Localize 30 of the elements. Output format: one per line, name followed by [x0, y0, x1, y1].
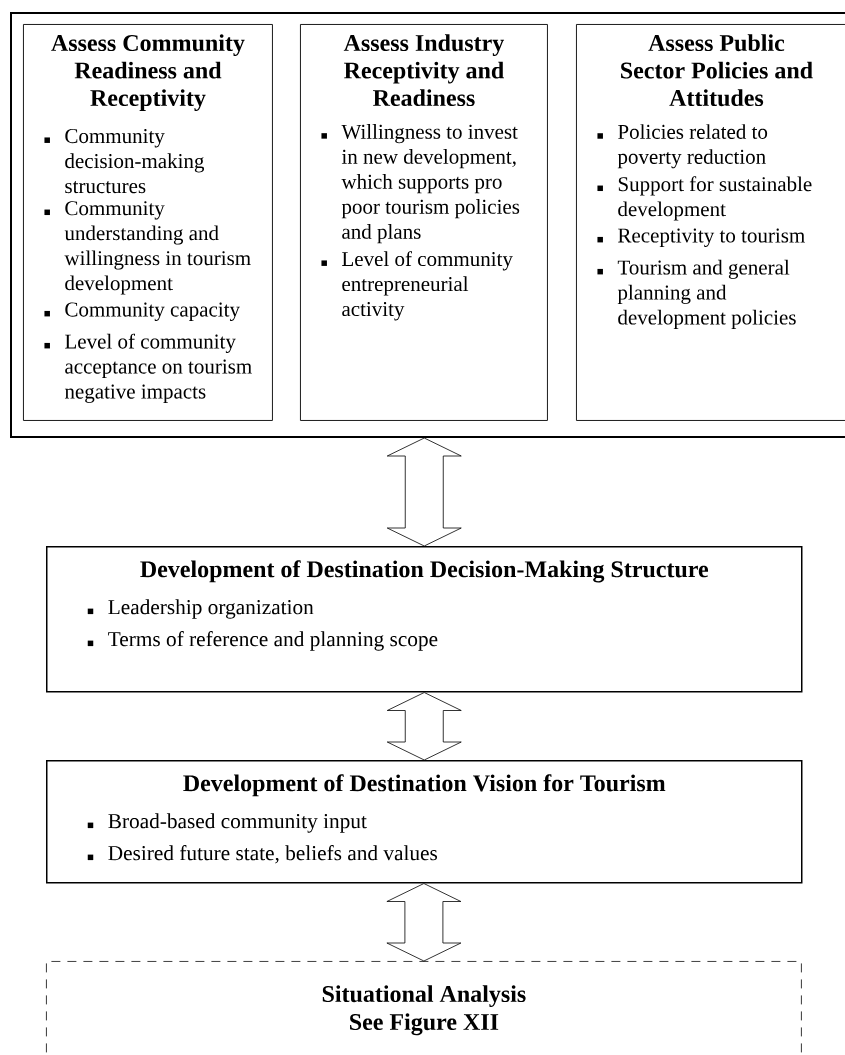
bullet-item: Terms of reference and planning scope	[87, 631, 438, 651]
bullet-item: Policies related to poverty reduction	[597, 124, 768, 169]
double-arrow	[386, 883, 462, 962]
bullet-item: Tourism and general planning and development policies	[597, 259, 796, 329]
process-box	[23, 24, 273, 421]
bullet-item: Level of community acceptance on tourism negative impacts	[44, 333, 252, 403]
bullet-item: Community understanding and willingness in tourism development	[44, 201, 251, 295]
box-heading: Assess Industry Receptivity and Readiness	[343, 34, 505, 107]
bullet-item: Community decision-making structures	[44, 129, 205, 194]
double-arrow	[386, 692, 462, 761]
bullet-item: Leadership organization	[87, 599, 314, 619]
box-heading: Assess Community Readiness and Receptivity	[51, 34, 245, 112]
bullet-item: Broad-based community input	[87, 813, 367, 833]
box-heading: Development of Destination Decision-Making Structure	[140, 560, 709, 583]
bullet-item: Willingness to invest in new development, which supports pro poor tourism policies and plans	[321, 124, 520, 244]
bullet-item: Community capacity	[44, 302, 240, 321]
frame-box	[10, 12, 845, 438]
box-heading: Assess Public Sector Policies and Attitudes	[621, 34, 813, 107]
bullet-item: Support for sustainable development	[597, 176, 812, 221]
process-box	[46, 546, 803, 693]
box-heading: Development of Destination Vision for Tourism	[183, 774, 666, 797]
bullet-item: Desired future state, beliefs and values	[87, 845, 438, 864]
bullet-item: Level of community entrepreneurial activity	[321, 251, 513, 321]
box-heading: Situational Analysis See Figure XII	[322, 985, 526, 1036]
process-box	[576, 24, 845, 421]
double-arrow	[386, 437, 462, 547]
bullet-item: Receptivity to tourism	[597, 228, 805, 247]
process-box	[46, 760, 803, 884]
dashed-box	[46, 961, 802, 1055]
process-box	[300, 24, 548, 421]
